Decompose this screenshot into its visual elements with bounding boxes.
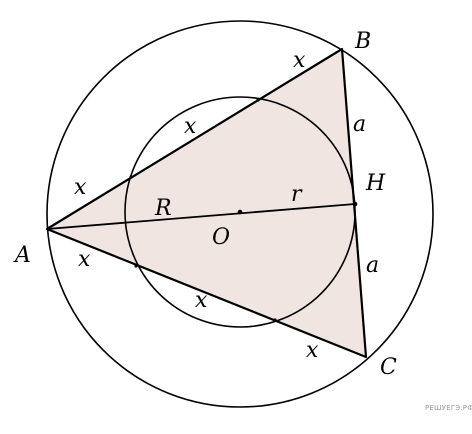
- label-point-b: B: [354, 29, 371, 54]
- label-radius-r-big: R: [154, 196, 172, 221]
- label-a-bottom: a: [366, 253, 379, 278]
- label-point-o: O: [212, 225, 230, 250]
- tangent-point-ac-far: [273, 318, 277, 322]
- label-x-ab-top: x: [293, 48, 306, 73]
- label-x-ac-middle: x: [195, 288, 208, 313]
- tangent-point-ac-near: [134, 264, 138, 268]
- label-point-a: A: [13, 243, 31, 268]
- label-radius-r-small: r: [291, 182, 303, 207]
- tangent-point-ab-far: [256, 98, 260, 102]
- label-point-h: H: [365, 171, 386, 196]
- label-x-ac-left: x: [78, 247, 91, 272]
- label-x-ab-middle: x: [184, 114, 197, 139]
- segment-ah: [46, 203, 356, 230]
- label-a-top: a: [353, 112, 366, 137]
- point-h: [352, 201, 358, 207]
- label-x-ac-right: x: [306, 338, 319, 363]
- inner-circle: [124, 96, 356, 328]
- label-point-c: C: [380, 355, 397, 380]
- label-x-ab-left: x: [74, 175, 87, 200]
- watermark: РЕШУЕГЭ.РФ: [425, 404, 472, 412]
- tangent-point-ab-near: [129, 175, 133, 179]
- outer-circle: [46, 20, 434, 408]
- point-o: [237, 209, 243, 215]
